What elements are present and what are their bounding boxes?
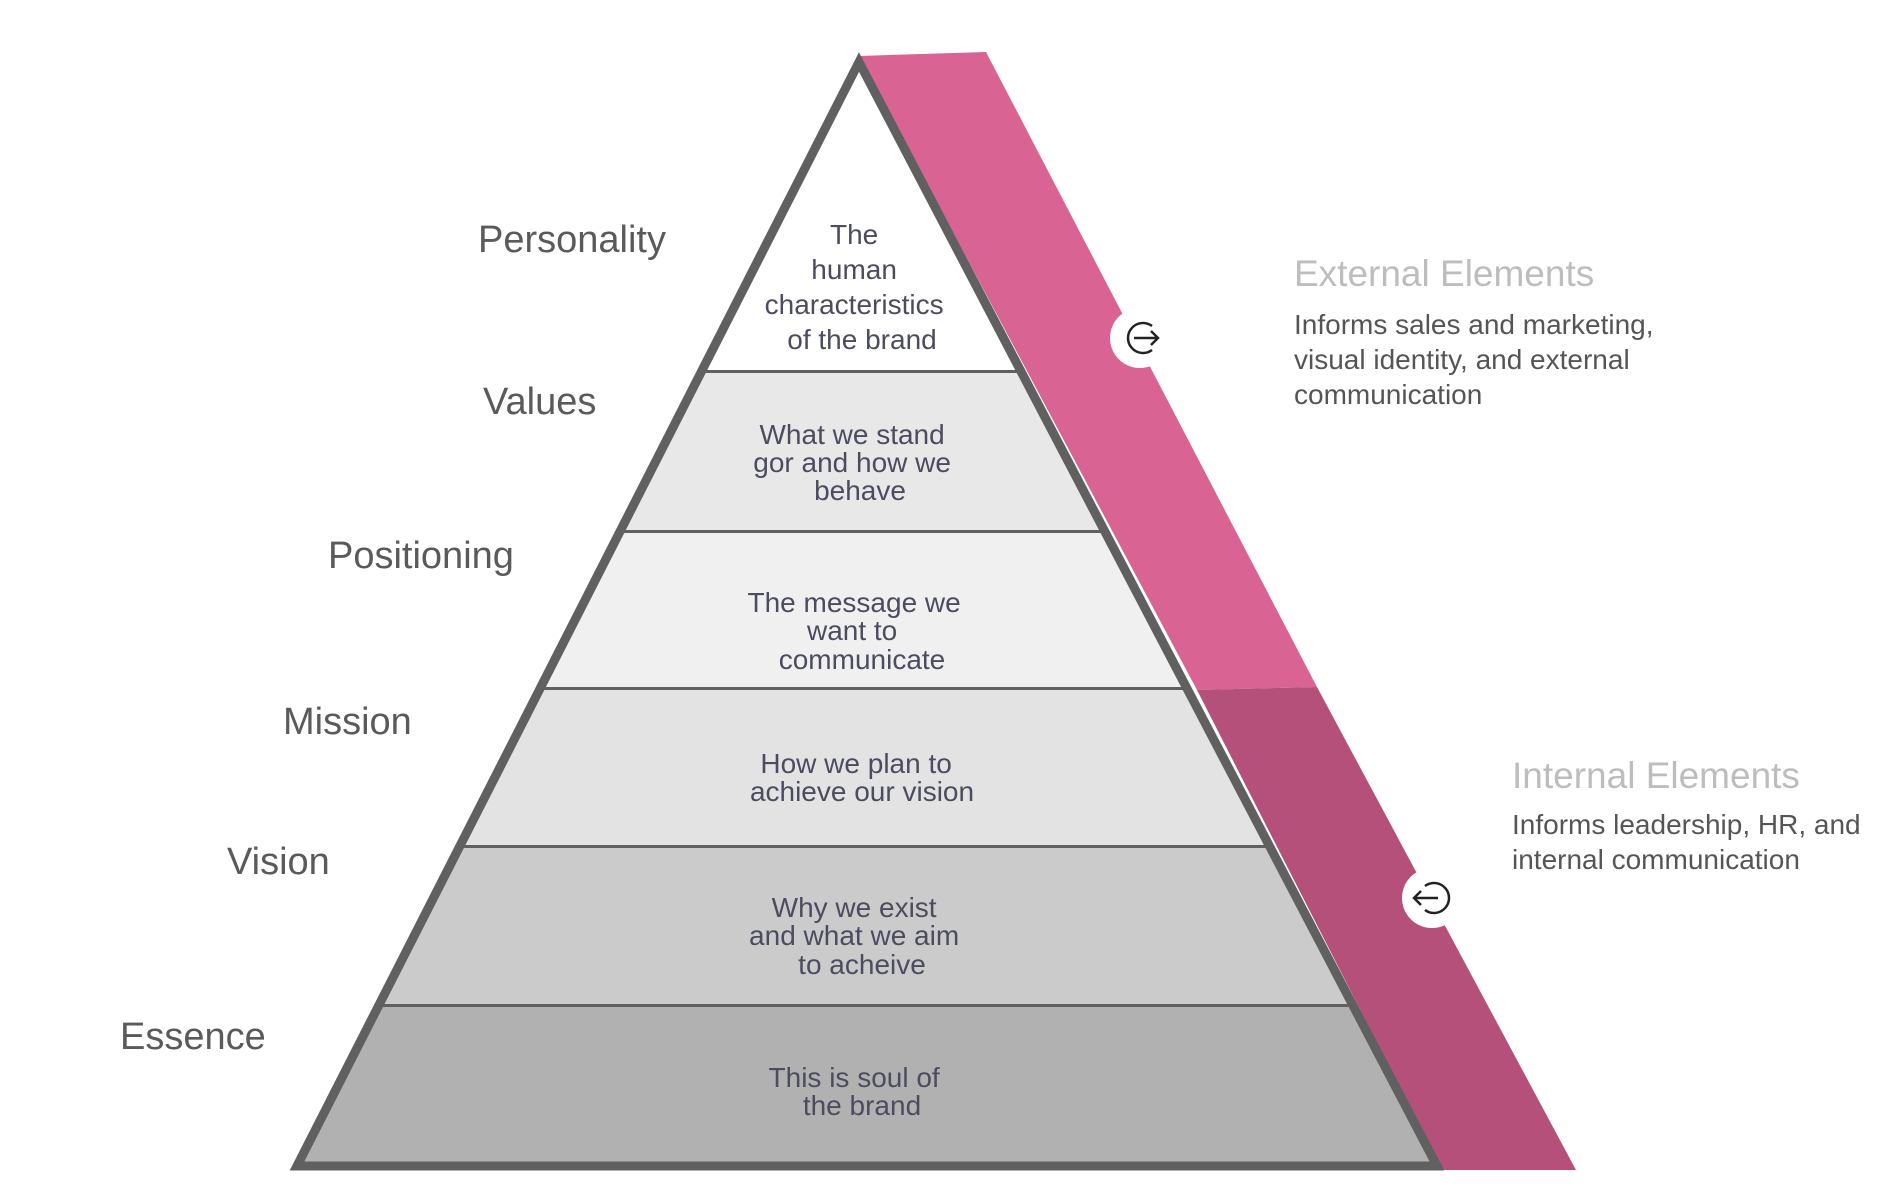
layer-label-vision: Vision [227, 841, 330, 883]
external-elements-description: Informs sales and marketing, visual iden… [1294, 309, 1661, 410]
external-elements-title: External Elements [1294, 253, 1594, 294]
pyramid-layer-personality [697, 56, 1025, 373]
pyramid-layer-mission [455, 690, 1274, 848]
pyramid-layer-values [615, 373, 1109, 533]
layer-label-essence: Essence [120, 1016, 266, 1058]
layer-label-personality: Personality [478, 219, 666, 261]
layer-description-positioning: The message we want to communicate [748, 587, 969, 675]
layer-description-values: What we stand gor and how we behave [753, 419, 958, 506]
layer-label-mission: Mission [283, 701, 412, 743]
pyramid-layers [291, 56, 1442, 1170]
pyramid-layer-vision [374, 848, 1357, 1007]
internal-elements-description: Informs leadership, HR, and internal com… [1512, 809, 1868, 875]
external-elements-band [859, 52, 1317, 690]
layer-description-personality: The human characteristics of the brand [765, 219, 952, 355]
layer-label-positioning: Positioning [328, 535, 514, 577]
enter-arrow-icon [1402, 868, 1462, 928]
layer-label-values: Values [483, 381, 596, 423]
pyramid-layer-positioning [535, 533, 1191, 690]
internal-elements-title: Internal Elements [1512, 755, 1800, 796]
internal-elements-band [1197, 687, 1576, 1170]
pyramid-layer-essence [291, 1007, 1442, 1170]
layer-description-essence: This is soul of the brand [769, 1062, 948, 1121]
pyramid-outline [289, 52, 1445, 1171]
layer-description-vision: Why we exist and what we aim to acheive [749, 892, 967, 980]
exit-arrow-icon [1110, 308, 1170, 368]
layer-description-mission: How we plan to achieve our vision [750, 748, 974, 807]
